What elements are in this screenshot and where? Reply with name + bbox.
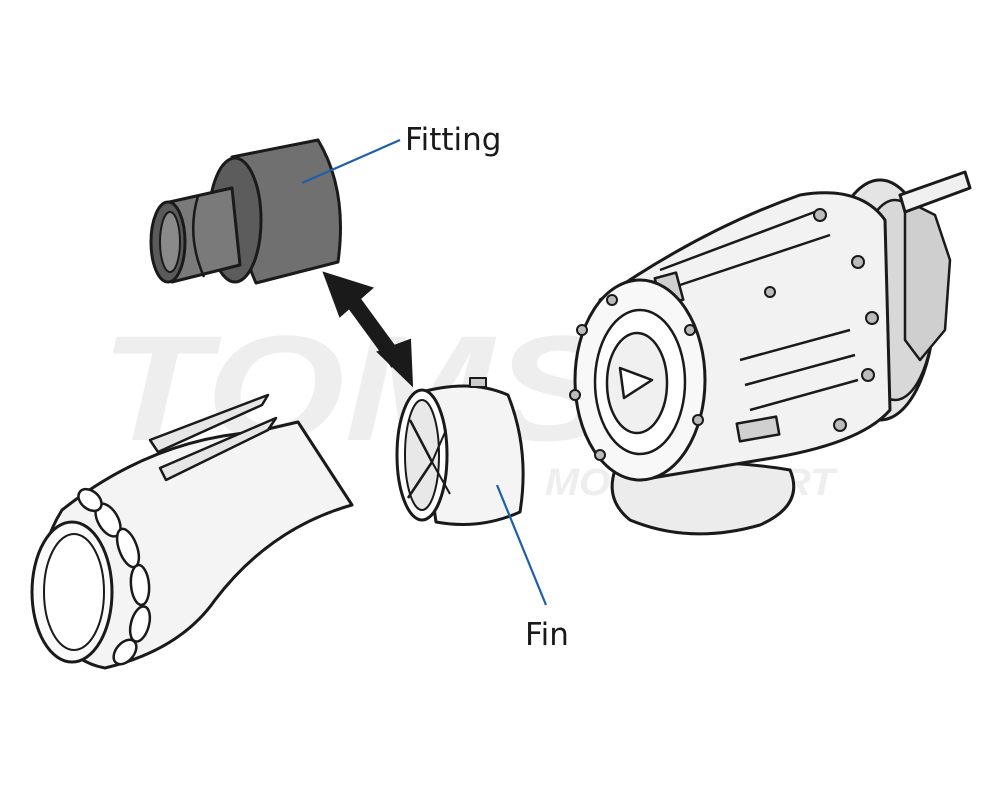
outer-cover-part xyxy=(30,393,354,670)
double-arrow-icon xyxy=(322,271,414,388)
fitting-part xyxy=(149,138,342,285)
fin-leader-line xyxy=(495,484,548,606)
fitting-label: Fitting xyxy=(405,122,501,158)
valve-body-part xyxy=(569,170,972,536)
fin-part xyxy=(395,377,525,526)
fin-label: Fin xyxy=(525,617,569,653)
fitting-leader-line xyxy=(301,138,401,185)
